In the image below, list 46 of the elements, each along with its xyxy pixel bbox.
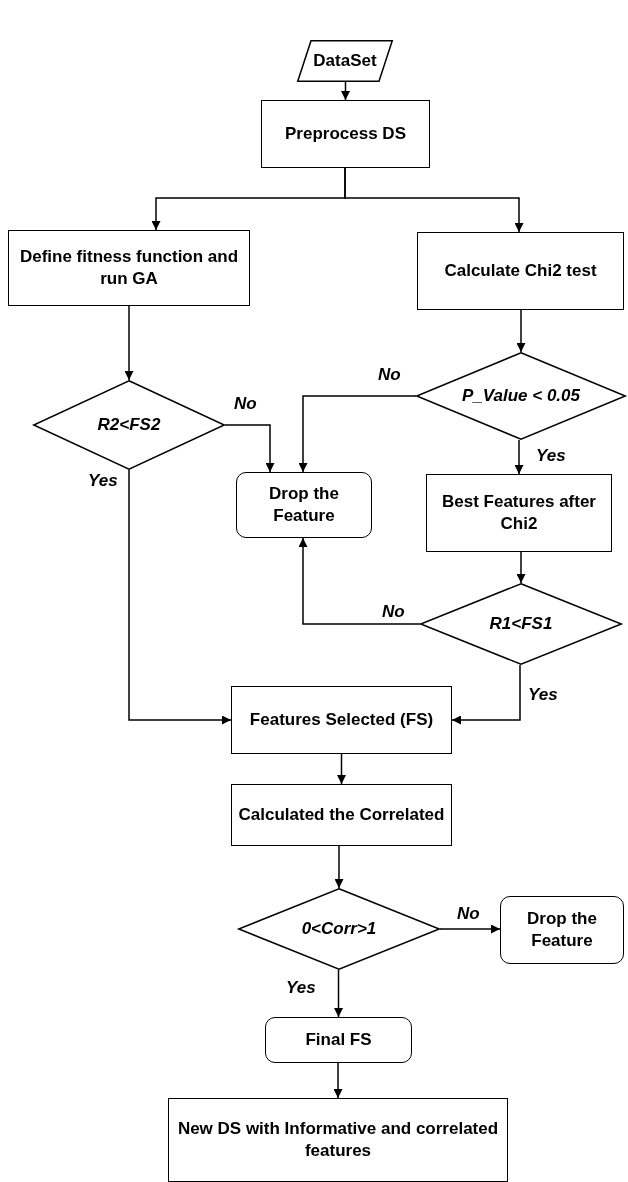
node-label: Final FS <box>304 1028 373 1051</box>
arrow <box>516 309 526 353</box>
process-box <box>261 100 430 168</box>
condition-text: R2<FS2 <box>96 413 162 436</box>
node-label: Drop the Feature <box>526 907 598 952</box>
arrow <box>516 551 526 584</box>
node-label: Features Selected (FS) <box>248 708 435 731</box>
process-box <box>231 784 452 846</box>
arrow <box>333 1062 343 1099</box>
arrow <box>298 537 421 625</box>
decision-diamond <box>33 380 225 470</box>
process-box <box>168 1098 508 1182</box>
arrow <box>298 395 417 473</box>
decision-diamond <box>238 888 440 970</box>
node-label: DataSet <box>312 49 378 72</box>
arrow <box>514 439 524 475</box>
node-label: Calculated the Correlated <box>237 803 446 826</box>
node-label: Calculate Chi2 test <box>443 259 598 282</box>
arrow <box>334 969 343 1018</box>
node-label: Drop the Feature <box>268 482 340 527</box>
node-label: New DS with Informative and correlated features <box>176 1117 500 1162</box>
terminal-box <box>236 472 372 538</box>
condition-text: P_Value < 0.05 <box>461 384 581 407</box>
data-parallelogram <box>297 40 393 82</box>
decision-diamond <box>416 352 626 440</box>
arrow <box>439 924 501 934</box>
process-box <box>417 232 624 310</box>
arrow <box>124 305 134 381</box>
decision-diamond <box>420 583 622 665</box>
terminal-box <box>265 1017 412 1063</box>
node-label: Preprocess DS <box>284 122 407 145</box>
arrow <box>334 845 344 889</box>
condition-text: 0<Corr>1 <box>300 917 378 940</box>
node-label: Best Features after Chi2 <box>441 490 597 535</box>
process-box <box>8 230 250 306</box>
arrow <box>224 424 275 473</box>
node-label: Define fitness function and run GA <box>18 245 240 290</box>
condition-text: R1<FS1 <box>488 612 554 635</box>
arrow <box>337 753 346 785</box>
process-box <box>231 686 452 754</box>
arrow <box>451 664 521 725</box>
arrow <box>344 167 524 233</box>
arrow <box>341 81 350 101</box>
process-box <box>426 474 612 552</box>
terminal-box <box>500 896 624 964</box>
arrow <box>128 469 232 725</box>
